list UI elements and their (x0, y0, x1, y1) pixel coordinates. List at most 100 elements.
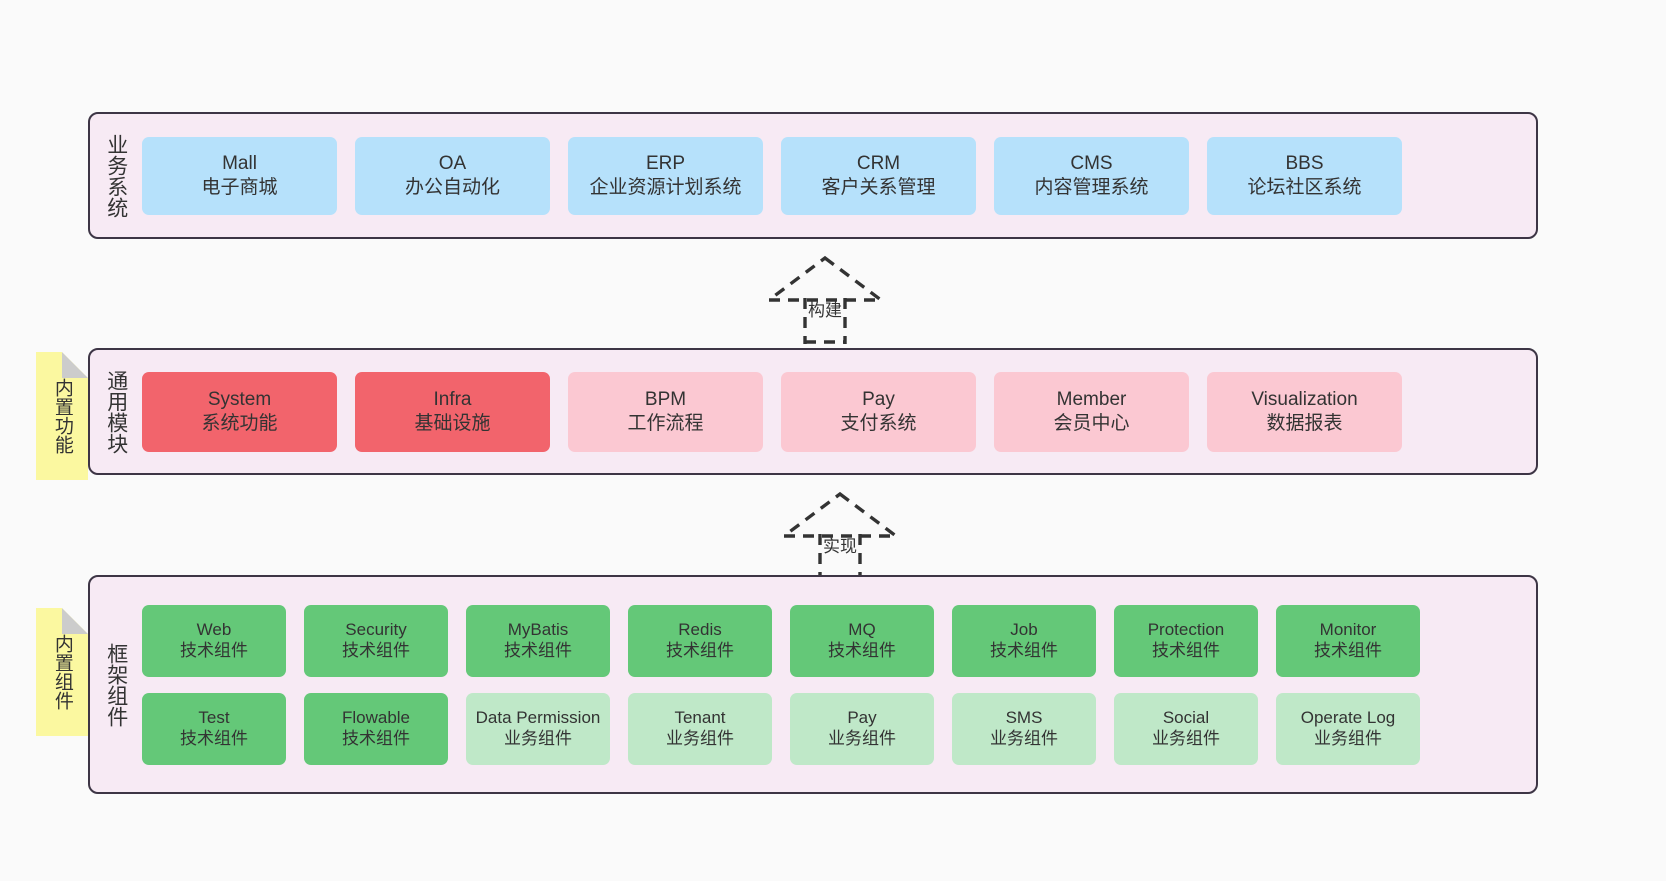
module-card-desc: 技术组件 (180, 728, 248, 748)
module-card-desc: 业务组件 (1314, 728, 1382, 748)
module-card-name: Mall (222, 153, 257, 175)
module-card-name: Security (345, 619, 407, 639)
module-card-name: Member (1056, 389, 1127, 411)
module-card-name: Pay (862, 389, 895, 411)
module-card-desc: 企业资源计划系统 (589, 176, 742, 198)
module-card-desc: 技术组件 (1152, 640, 1220, 660)
module-card-desc: 系统功能 (201, 412, 278, 434)
module-card-name: Infra (433, 389, 472, 411)
module-card-desc: 办公自动化 (404, 176, 500, 198)
module-card-name: Job (1010, 619, 1038, 639)
module-card-desc: 业务组件 (828, 728, 896, 748)
note-fold-corner-icon-2 (62, 608, 88, 634)
module-card-name: Social (1162, 707, 1210, 727)
module-card-desc: 技术组件 (504, 640, 572, 660)
note-builtin-components: 内置组件 (36, 608, 88, 736)
module-card-name: ERP (645, 153, 686, 175)
module-card-desc: 会员中心 (1053, 412, 1130, 434)
module-card-name: SMS (1005, 707, 1043, 727)
note-fold-corner-icon (62, 352, 88, 378)
module-card-desc: 技术组件 (828, 640, 896, 660)
module-card-desc: 数据报表 (1266, 412, 1343, 434)
module-card-desc: 业务组件 (504, 728, 572, 748)
layer-common-modules-label: 通用模块 (104, 369, 128, 454)
layer-business-system-label: 业务系统 (104, 133, 128, 218)
module-card-name: Test (198, 707, 230, 727)
module-card-desc: 业务组件 (990, 728, 1058, 748)
note-builtin-components-label: 内置组件 (51, 634, 73, 710)
module-card-desc: 内容管理系统 (1034, 176, 1149, 198)
module-card-desc: 技术组件 (990, 640, 1058, 660)
module-card-name: OA (438, 153, 467, 175)
module-card-name: BBS (1285, 153, 1324, 175)
module-card-desc: 技术组件 (666, 640, 734, 660)
module-card-desc: 技术组件 (1314, 640, 1382, 660)
module-card-desc: 技术组件 (180, 640, 248, 660)
module-card-name: Flowable (341, 707, 411, 727)
build-arrow-shaft (803, 298, 847, 344)
layer-framework-components-label: 框架组件 (104, 642, 128, 727)
module-card-name: MQ (848, 619, 876, 639)
module-card-desc: 技术组件 (342, 640, 410, 660)
module-card-desc: 工作流程 (627, 412, 704, 434)
module-card-desc: 论坛社区系统 (1247, 176, 1362, 198)
module-card-desc: 电子商城 (201, 176, 278, 198)
module-card-desc: 业务组件 (1152, 728, 1220, 748)
module-card-name: CRM (856, 153, 901, 175)
module-card-desc: 业务组件 (666, 728, 734, 748)
module-card-name: CMS (1070, 153, 1113, 175)
module-card-name: Protection (1147, 619, 1225, 639)
module-card-name: Web (196, 619, 232, 639)
connector-implement-label: 实现 (823, 537, 857, 556)
module-card-name: System (207, 389, 272, 411)
implement-arrow-head (778, 491, 902, 538)
module-card-desc: 技术组件 (342, 728, 410, 748)
module-card-desc: 客户关系管理 (821, 176, 936, 198)
module-card-name: Operate Log (1300, 707, 1396, 727)
note-builtin-features-label: 内置功能 (51, 378, 73, 454)
module-card-name: Pay (847, 707, 877, 727)
module-card-name: Redis (678, 619, 722, 639)
connector-build-label: 构建 (808, 301, 842, 320)
module-card-name: Monitor (1319, 619, 1377, 639)
module-card-desc: 支付系统 (840, 412, 917, 434)
note-builtin-features: 内置功能 (36, 352, 88, 480)
module-card-name: Visualization (1251, 389, 1358, 411)
